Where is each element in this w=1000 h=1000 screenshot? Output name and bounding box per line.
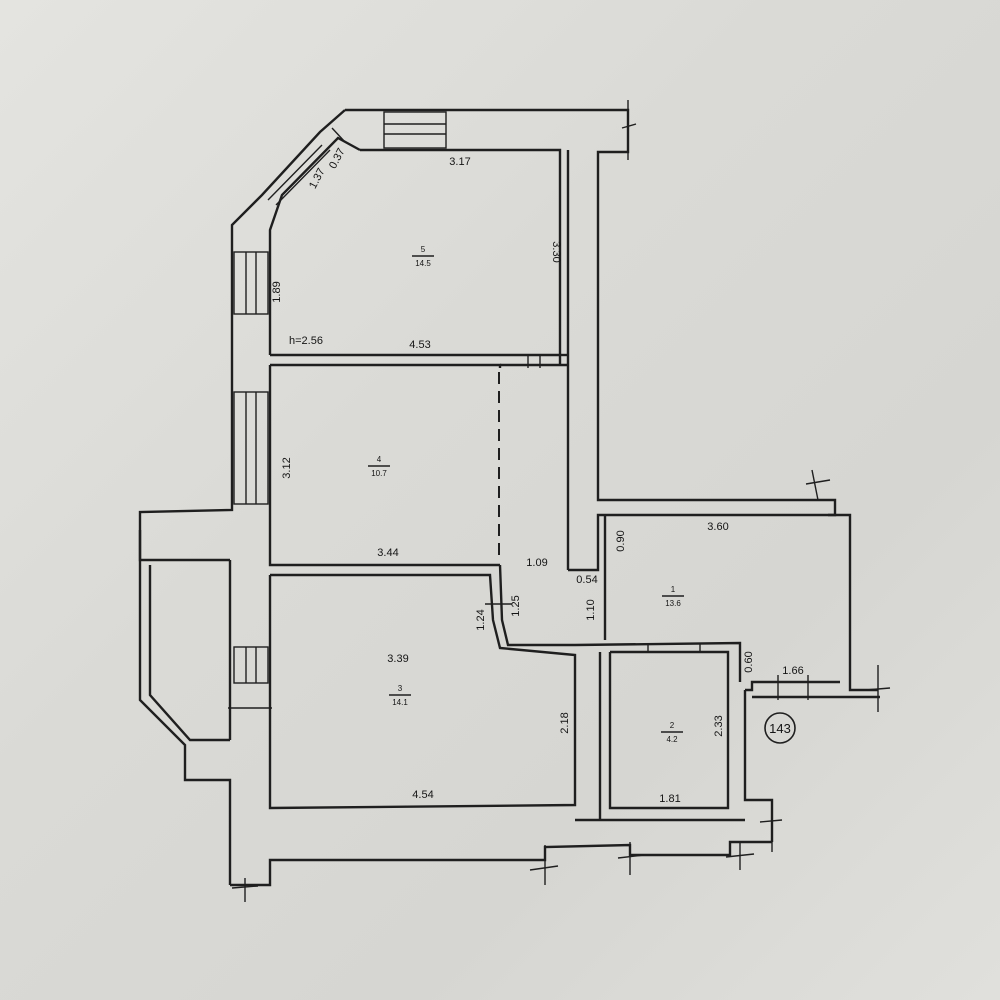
- room-4-label: 4 10.7: [368, 455, 390, 478]
- dimension-labels: 3.17 4.53 3.30 1.89 1.37 0.37 h=2.56 3.1…: [271, 146, 804, 805]
- dim-notch: 0.54: [576, 574, 597, 586]
- apartment-number-badge: 143: [764, 712, 796, 744]
- dim-r5-right: 3.30: [550, 241, 562, 262]
- dim-r1-bottom: 1.66: [782, 665, 803, 677]
- dim-r1-top: 3.60: [707, 521, 728, 533]
- dim-r3-top: 3.39: [387, 653, 408, 665]
- dim-r1-gap: 0.90: [615, 530, 627, 551]
- room-2-label: 2 4.2: [661, 721, 683, 744]
- room-3-area: 14.1: [392, 698, 408, 707]
- dim-hall-left: 1.10: [585, 599, 597, 620]
- dim-r3-right: 2.18: [559, 712, 571, 733]
- dim-corridor-width: 1.09: [526, 557, 547, 569]
- dim-r5-left: 1.89: [271, 281, 283, 302]
- room-4-area: 10.7: [371, 469, 387, 478]
- room-2-number: 2: [670, 721, 675, 730]
- dim-r2-bottom: 1.81: [659, 793, 680, 805]
- room-3-number: 3: [398, 684, 403, 693]
- room-5-label: 5 14.5: [412, 245, 434, 268]
- apartment-number: 143: [769, 721, 791, 736]
- dim-r4-bottom: 3.44: [377, 547, 398, 559]
- room-1-number: 1: [671, 585, 676, 594]
- dim-r3-bottom: 4.54: [412, 789, 433, 801]
- room-2-area: 4.2: [666, 735, 678, 744]
- doors: [498, 355, 809, 700]
- dim-r5-bottom: 4.53: [409, 339, 430, 351]
- windows: [228, 111, 447, 709]
- dim-door-b: 1.25: [510, 595, 522, 616]
- break-marks: [231, 100, 891, 902]
- dim-r2-right: 2.33: [713, 715, 725, 736]
- dim-door-a: 1.24: [475, 609, 487, 630]
- dim-r4-left: 3.12: [281, 457, 293, 478]
- room-outlines: [268, 150, 835, 822]
- ceiling-height: h=2.56: [289, 335, 323, 347]
- room-3-label: 3 14.1: [389, 684, 411, 707]
- dim-r1-gap2: 0.60: [743, 651, 755, 672]
- room-5-area: 14.5: [415, 259, 431, 268]
- room-5-number: 5: [421, 245, 426, 254]
- room-1-area: 13.6: [665, 599, 681, 608]
- room-1-label: 1 13.6: [662, 585, 684, 608]
- exterior-walls: [138, 108, 880, 887]
- dim-r5-top: 3.17: [449, 156, 470, 168]
- dim-bay-b: 0.37: [327, 146, 348, 171]
- room-4-number: 4: [377, 455, 382, 464]
